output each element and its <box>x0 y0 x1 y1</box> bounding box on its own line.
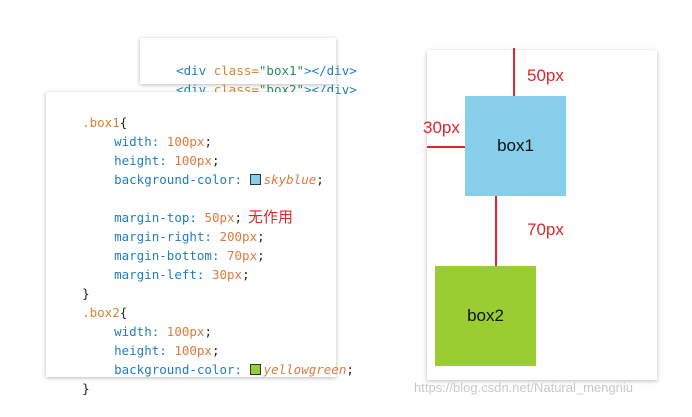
margin-bottom-line <box>495 196 497 266</box>
box2-selector-line: .box2{ <box>82 305 128 320</box>
yellowgreen-swatch <box>249 364 261 375</box>
html-line-1: <div class="box1"></div> <box>176 63 357 78</box>
box2-close-brace: } <box>82 381 90 396</box>
box1-prop-width: width: 100px; <box>114 134 212 149</box>
html-code-panel: <div class="box1"></div> <div class="box… <box>140 38 357 97</box>
box2-prop-background: background-color: yellowgreen; <box>114 362 354 377</box>
box1-prop-margin-right: margin-right: 200px; <box>114 229 265 244</box>
box2-prop-height: height: 100px; <box>114 343 220 358</box>
no-effect-annotation: 无作用 <box>248 208 294 226</box>
box2-label: box2 <box>467 306 504 325</box>
box1-prop-margin-top: margin-top: 50px; <box>114 210 243 225</box>
box1-prop-margin-bottom: margin-bottom: 70px; <box>114 248 265 263</box>
box1-selector-line: .box1{ <box>82 115 128 130</box>
box1-label: box1 <box>497 136 534 155</box>
skyblue-swatch <box>249 174 261 185</box>
box1: box1 <box>465 96 566 196</box>
margin-top-label: 50px <box>527 66 564 85</box>
margin-left-label: 30px <box>423 118 460 137</box>
box1-prop-margin-left: margin-left: 30px; <box>114 267 250 282</box>
box2: box2 <box>435 266 536 366</box>
margin-top-line <box>513 48 515 96</box>
box2-prop-width: width: 100px; <box>114 324 212 339</box>
diagram-panel: 50px 30px box1 70px box2 <box>423 48 657 380</box>
box1-close-brace: } <box>82 286 90 301</box>
box1-prop-height: height: 100px; <box>114 153 220 168</box>
margin-bottom-label: 70px <box>527 220 564 239</box>
margin-left-line <box>427 146 465 148</box>
watermark: https://blog.csdn.net/Natural_mengniu <box>414 380 633 395</box>
box1-prop-background: background-color: skyblue; <box>114 172 324 187</box>
html-line-2: <div class="box2"></div> <box>176 82 357 97</box>
css-code-panel: .box1{ width: 100px; height: 100px; back… <box>46 92 354 396</box>
